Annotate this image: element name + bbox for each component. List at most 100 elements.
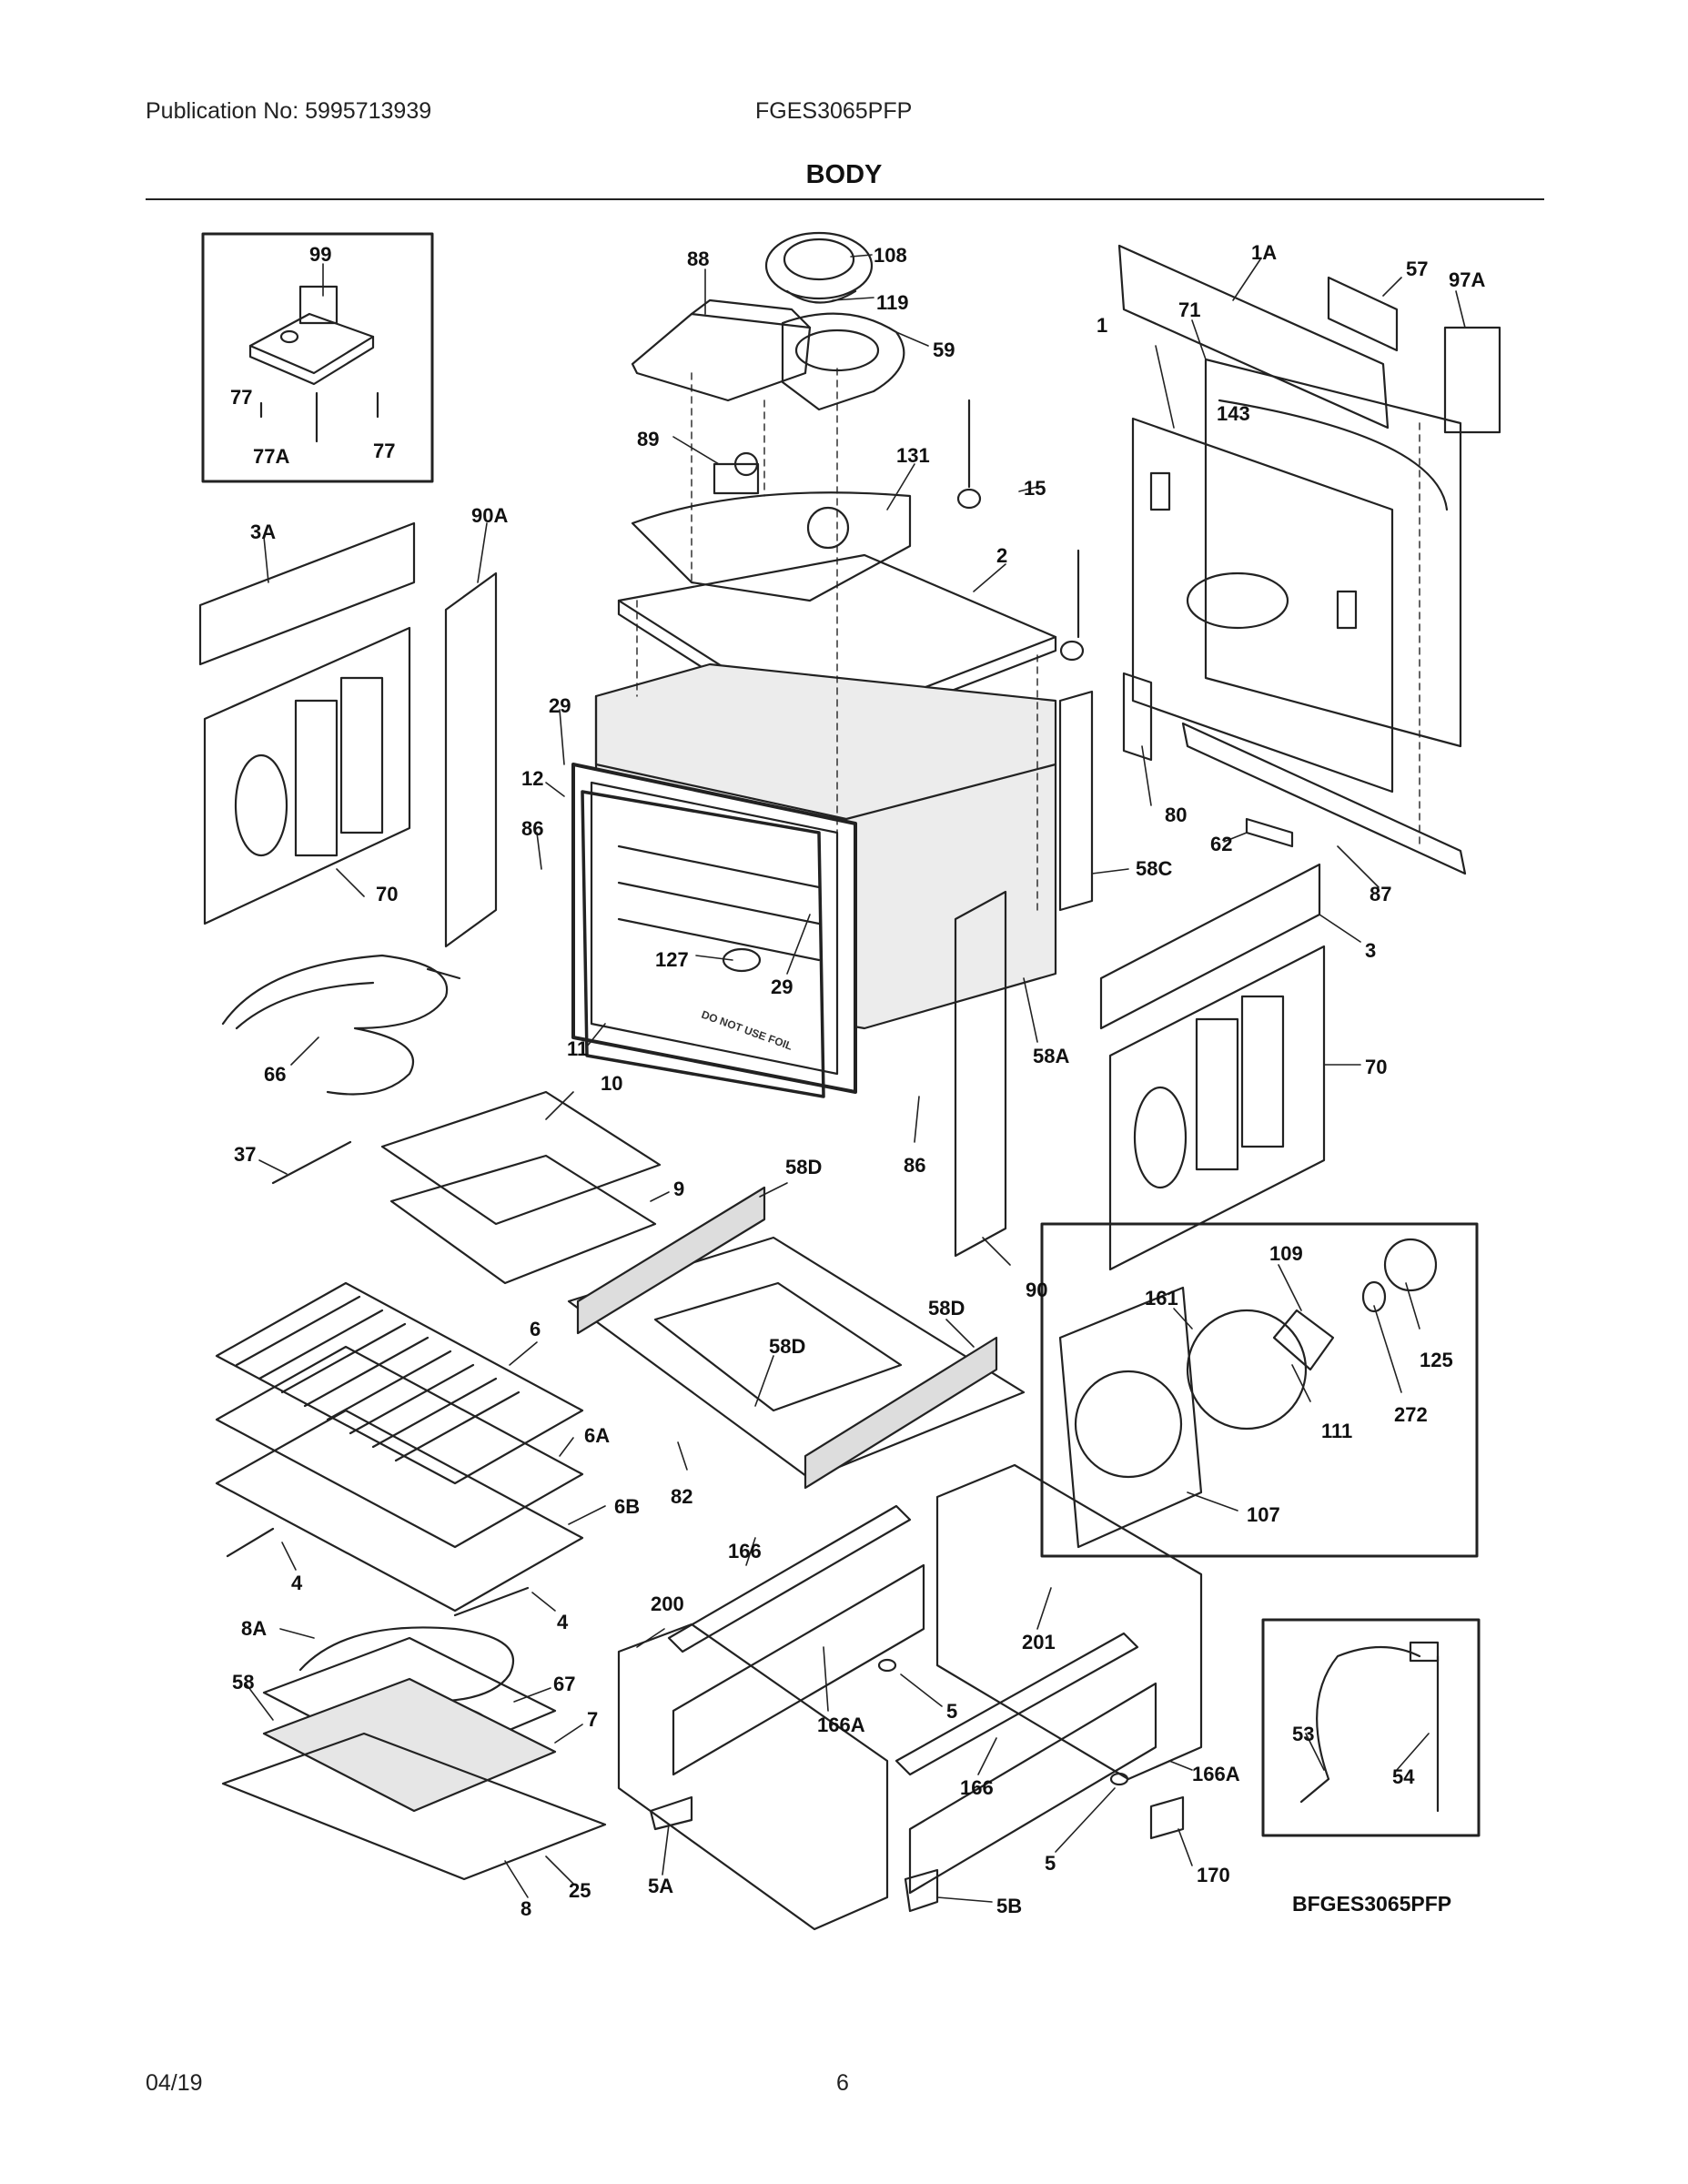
insulation-58D-part (576, 1186, 998, 1490)
door-gasket-11-part (581, 790, 825, 1098)
bracket-5A-part (649, 1795, 693, 1831)
callout-67: 67 (553, 1673, 575, 1695)
callout-58: 58 (232, 1671, 254, 1694)
door-frame-82-part (567, 1236, 1026, 1481)
brace-166A-lower-part (908, 1682, 1157, 1895)
callout-66: 66 (264, 1063, 286, 1086)
callout-70: 70 (376, 883, 398, 905)
callout-6B: 6B (614, 1495, 640, 1518)
callout-2: 2 (996, 544, 1007, 567)
callout-29: 29 (771, 976, 793, 998)
rear-panel-71-part (1204, 358, 1462, 748)
probe-cable-53-54-part (1299, 1641, 1440, 1813)
oven-cavity-part (571, 662, 1057, 1094)
leveler-leg-5-lower (1109, 1772, 1129, 1786)
callout-109: 109 (1269, 1242, 1303, 1265)
probe-inset-box (1261, 1618, 1481, 1837)
callout-125: 125 (1420, 1349, 1453, 1371)
callout-9: 9 (673, 1178, 684, 1200)
rail-87-part (1181, 722, 1467, 875)
convection-inset-box (1040, 1222, 1479, 1558)
probe-37-part (271, 1140, 352, 1185)
page-number: 6 (836, 2070, 849, 2096)
side-panel-70-left-part (203, 626, 411, 925)
convection-element-161-part (1186, 1309, 1308, 1431)
control-board-97A-part (1443, 326, 1501, 434)
callout-5: 5 (1045, 1852, 1056, 1875)
callout-1: 1 (1097, 314, 1107, 337)
callout-25: 25 (569, 1879, 591, 1902)
side-panel-90-part (954, 890, 1007, 1258)
broiler-pan-10-part (380, 1090, 662, 1226)
page-title: BODY (805, 160, 883, 189)
sensor-probes-15 (956, 399, 1085, 662)
callout-272: 272 (1394, 1403, 1428, 1426)
oven-rack-6B-part (215, 1409, 584, 1613)
callout-59: 59 (933, 339, 955, 361)
footer-date: 04/19 (146, 2070, 203, 2096)
callout-71: 71 (1178, 298, 1200, 321)
callout-5A: 5A (648, 1875, 673, 1897)
callout-6: 6 (530, 1318, 541, 1340)
callout-12: 12 (521, 767, 543, 790)
callout-58A: 58A (1033, 1045, 1069, 1067)
callout-57: 57 (1406, 258, 1428, 280)
insulation-58-part (262, 1677, 557, 1813)
bracket-80-part (1122, 672, 1153, 762)
drawing-code: BFGES3065PFP (1292, 1892, 1451, 1916)
callout-107: 107 (1247, 1503, 1280, 1526)
broil-element-66-part (221, 954, 461, 1096)
callout-166: 166 (960, 1776, 994, 1799)
thermostat-89-part (713, 451, 760, 495)
rail-166-lower-part (895, 1632, 1139, 1776)
side-panel-70-right-part (1108, 945, 1326, 1271)
fan-blade-109-part (1272, 1309, 1335, 1371)
callout-7: 7 (587, 1708, 598, 1731)
model-number: FGES3065PFP (755, 98, 913, 124)
callout-166A: 166A (817, 1714, 865, 1736)
callout-161: 161 (1145, 1287, 1178, 1309)
callout-88: 88 (687, 248, 709, 270)
callout-77A: 77A (253, 445, 289, 468)
side-panel-90A-part (444, 571, 498, 948)
bracket-5B-part (904, 1868, 939, 1913)
callout-131: 131 (896, 444, 930, 467)
publication-number: Publication No: 5995713939 (146, 98, 432, 124)
callout-143: 143 (1217, 402, 1250, 425)
callout-111: 111 (1321, 1420, 1352, 1442)
callout-119: 119 (876, 291, 909, 314)
callout-5B: 5B (996, 1895, 1022, 1917)
callout-166: 166 (728, 1540, 762, 1562)
callout-170: 170 (1197, 1864, 1230, 1886)
callout-4: 4 (291, 1572, 303, 1594)
callout-58D: 58D (785, 1156, 822, 1178)
cover-57-part (1327, 276, 1399, 352)
oven-rack-6-part (215, 1281, 584, 1485)
terminal-62-part (1245, 817, 1294, 848)
callout-108: 108 (874, 244, 907, 267)
callout-99: 99 (309, 243, 331, 266)
rail-166-upper-part (667, 1504, 912, 1653)
callout-166A: 166A (1192, 1763, 1240, 1785)
callout-58C: 58C (1136, 857, 1172, 880)
broiler-pan-9-part (389, 1154, 657, 1285)
rail-58C-part (1058, 690, 1094, 912)
callout-37: 37 (234, 1143, 256, 1166)
callout-1A: 1A (1251, 241, 1277, 264)
blower-housing-part (781, 312, 905, 411)
callout-80: 80 (1165, 804, 1187, 826)
callout-5: 5 (946, 1700, 957, 1723)
rear-panel-1-part (1131, 417, 1394, 794)
callout-54: 54 (1392, 1765, 1415, 1788)
callout-3A: 3A (250, 521, 276, 543)
callout-201: 201 (1022, 1631, 1056, 1653)
callout-29: 29 (549, 694, 571, 717)
callout-15: 15 (1024, 477, 1046, 500)
callout-58D: 58D (928, 1297, 965, 1320)
transformer-part (248, 285, 379, 443)
callout-62: 62 (1210, 833, 1232, 855)
callout-89: 89 (637, 428, 659, 450)
frame-201-part (935, 1463, 1203, 1781)
callout-3: 3 (1365, 939, 1376, 962)
